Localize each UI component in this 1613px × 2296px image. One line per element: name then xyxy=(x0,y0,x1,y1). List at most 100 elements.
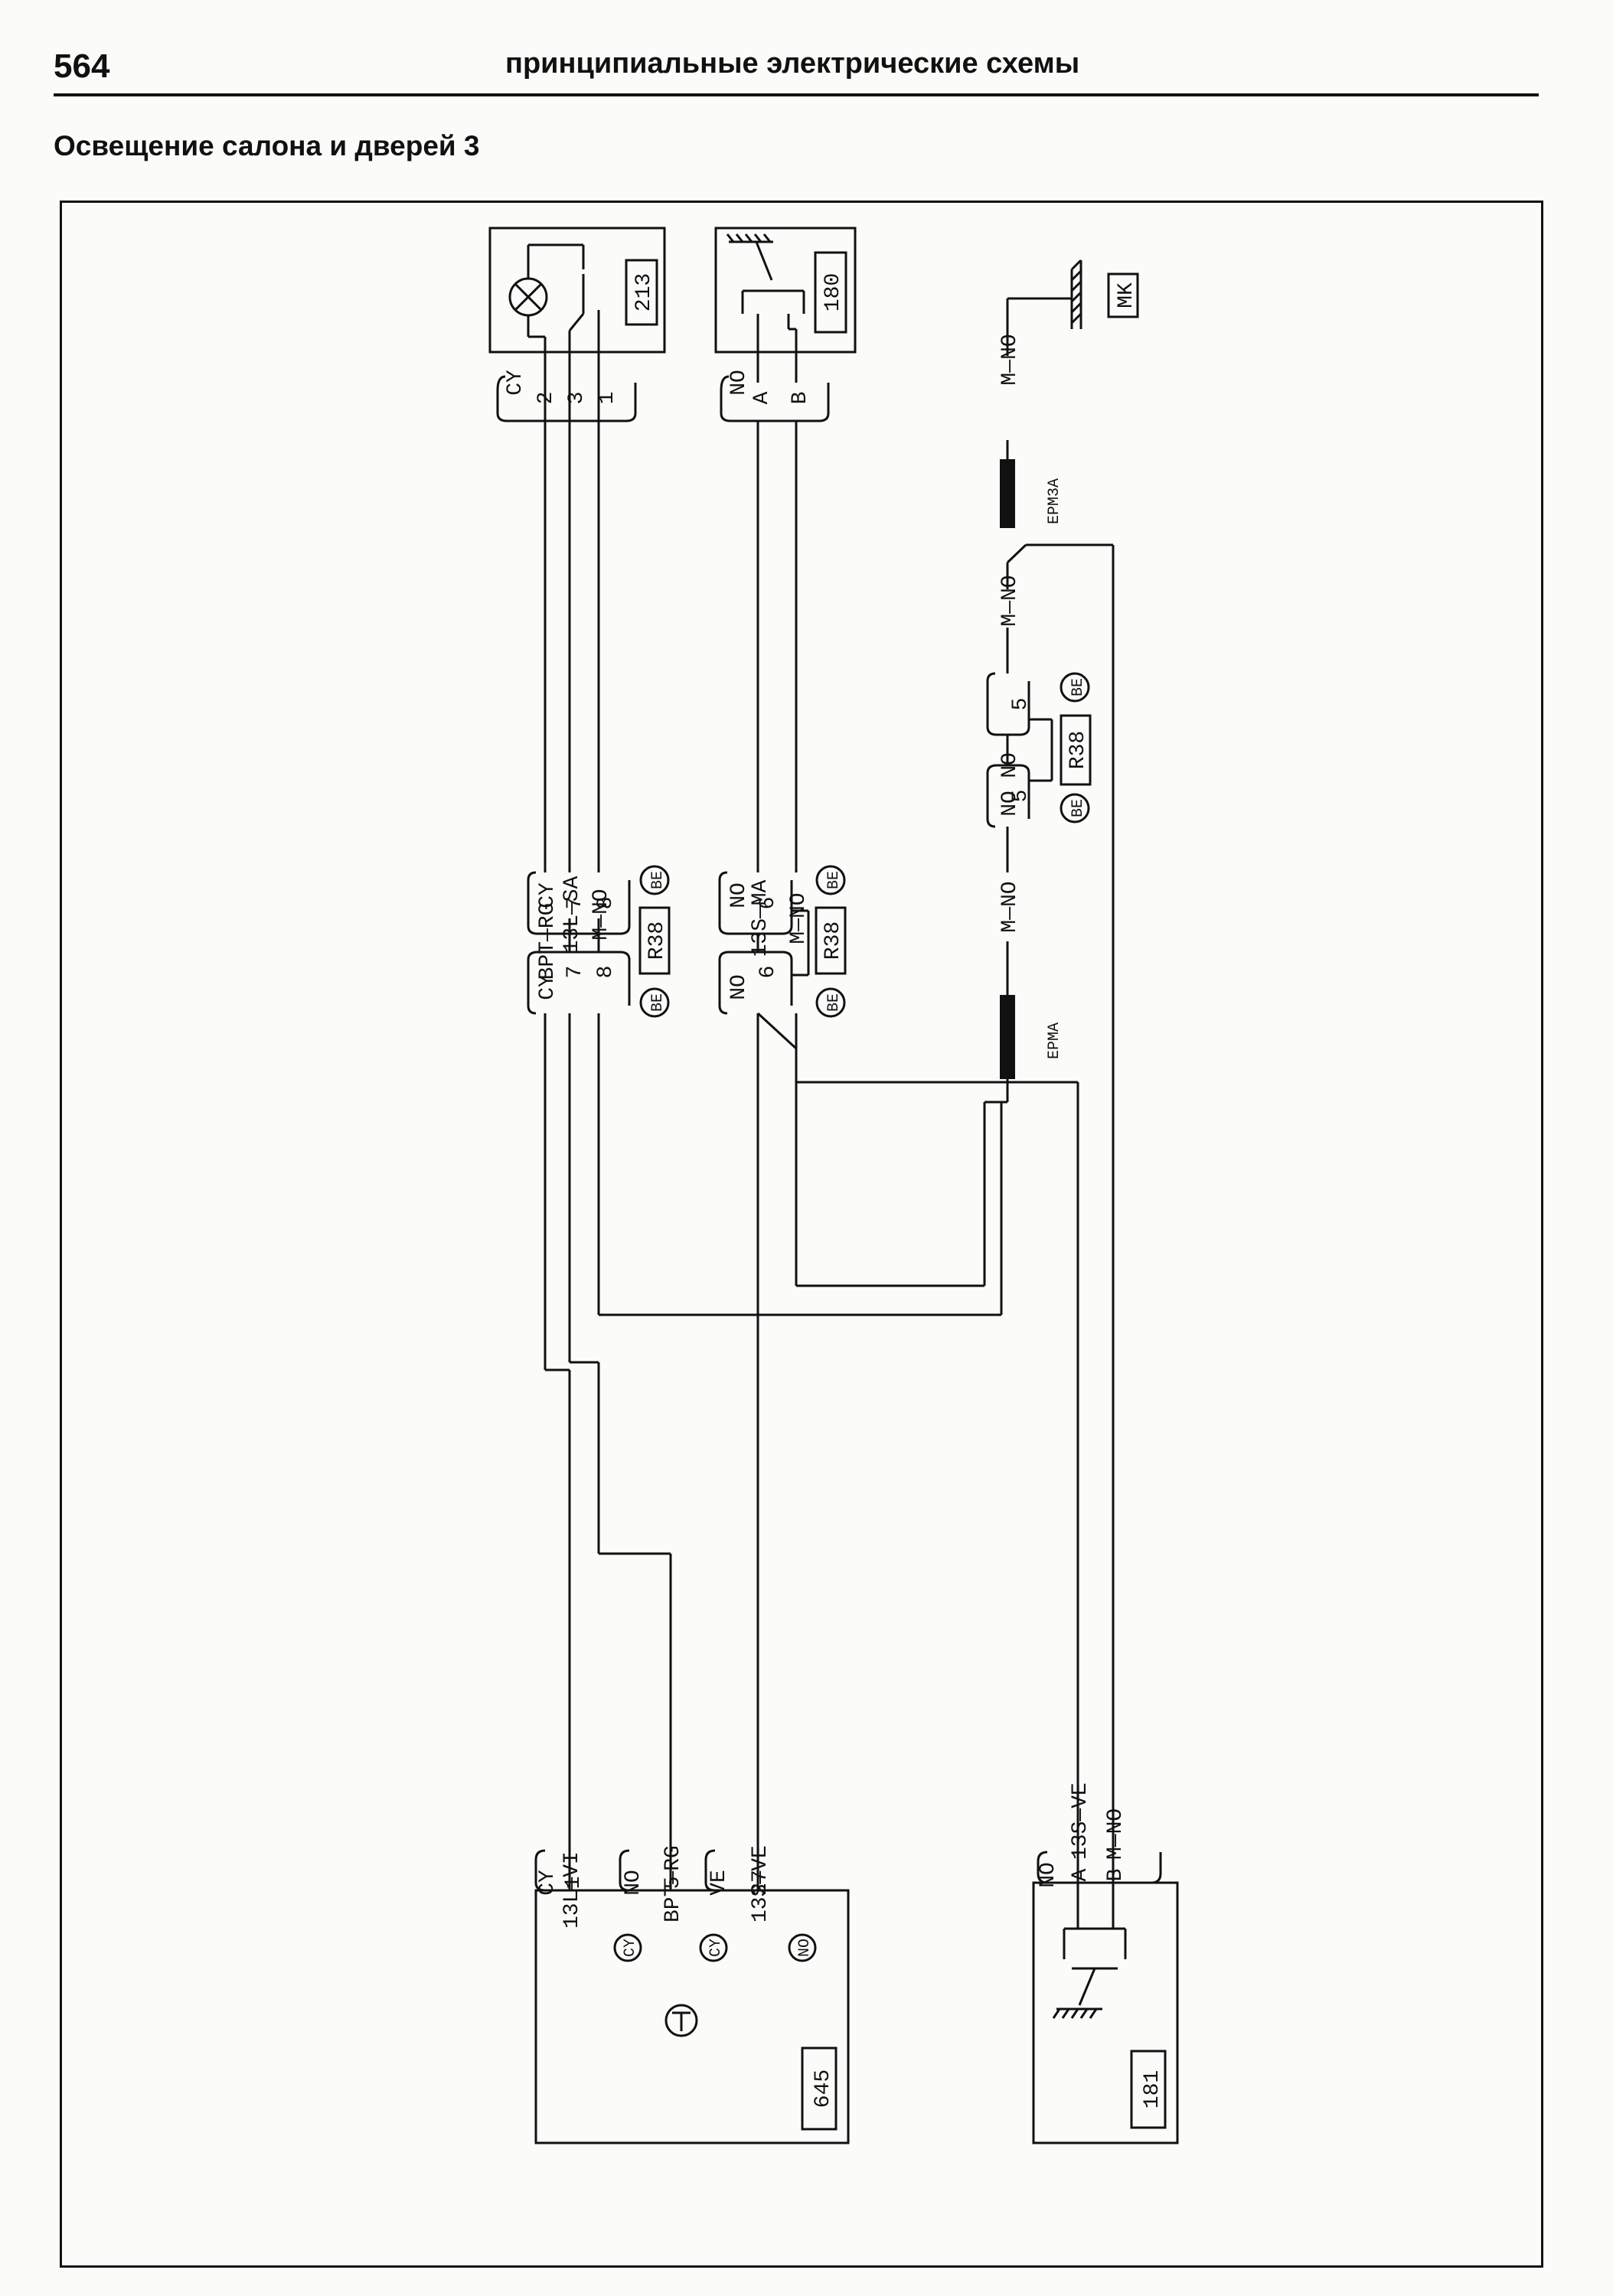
splice-epm3a-label: EPM3A xyxy=(1046,478,1063,524)
connector-r38-7-8 xyxy=(527,865,671,1018)
connector-r38-6-pin-right: 6 xyxy=(756,897,780,910)
component-180-box xyxy=(714,227,857,354)
splice-epma-label: EPMA xyxy=(1046,1022,1063,1059)
page-number: 564 xyxy=(54,47,110,85)
connector-213-tag: CY xyxy=(504,370,527,396)
connector-213-pin-2: 2 xyxy=(534,392,558,405)
connector-r38-5-pin-left: 5 xyxy=(1009,790,1033,803)
be-badge: BE xyxy=(1069,678,1087,696)
connector-r38-7-8-tag-right: CY xyxy=(536,882,560,908)
connector-r38-6-label: R38 xyxy=(821,921,845,960)
wire-13l-sa xyxy=(568,421,600,1492)
connector-181-pin-a: A xyxy=(1069,1868,1092,1881)
door-switch-icon xyxy=(1052,1927,1127,2019)
wire-m-no-213 xyxy=(597,421,1003,1316)
component-213 xyxy=(488,227,666,422)
wire-label-m-no-213: M—NO xyxy=(589,889,613,940)
wire-label-13s-ve-181: 13S—VE xyxy=(1069,1782,1092,1860)
connector-r38-6-pin-left: 6 xyxy=(756,966,780,979)
ground-mk-label: MK xyxy=(1115,282,1138,308)
connector-180-bracket xyxy=(720,375,830,422)
wire-label-m-no-ground-1: M—NO xyxy=(998,334,1022,385)
ground-mk xyxy=(1006,259,1139,337)
wire-label-m-no-ground-2: M—NO xyxy=(998,575,1022,626)
cy-badge-circle xyxy=(613,1933,642,1962)
wire-label-13l-sa: 13L—SA xyxy=(560,876,584,953)
wire-bpt-rg xyxy=(544,421,571,1653)
connector-645-pin-1: 1 xyxy=(562,1877,586,1890)
cy-badge: CY xyxy=(707,1939,725,1957)
wire-label-13s-ma: 13S—MA xyxy=(749,879,772,957)
component-180-label: 180 xyxy=(821,273,845,311)
wire-label-bpt-rg-645: BPT—RG xyxy=(661,1845,685,1923)
connector-r38-7-8-pin-l7: 7 xyxy=(563,966,587,979)
diagram-frame xyxy=(60,201,1543,2268)
component-181-label: 181 xyxy=(1141,2070,1164,2108)
splice-epm3a-block xyxy=(1000,459,1015,528)
wire-label-m-no-180: M—NO xyxy=(787,892,811,944)
be-badge: BE xyxy=(825,993,843,1012)
splice-epma-block xyxy=(1000,995,1015,1079)
be-badge: BE xyxy=(649,993,667,1012)
connector-645-tag-2: NO xyxy=(622,1870,645,1896)
connector-r38-7-8-pin-r8: 8 xyxy=(594,897,618,910)
connector-r38-5-label-box xyxy=(1060,714,1092,786)
be-badge: BE xyxy=(825,871,843,889)
connector-r38-7-8-tag-left: CY xyxy=(536,974,560,1000)
connector-180-pin-a: A xyxy=(750,391,774,404)
ground-mk-label-box xyxy=(1107,272,1139,318)
connector-r38-5-pin-right: 5 xyxy=(1009,698,1033,711)
connector-r38-5-tag-right: NO xyxy=(998,791,1022,817)
wire-m-no-180 xyxy=(795,421,986,1287)
cy-badge-circle xyxy=(699,1933,728,1962)
connector-r38-5-label: R38 xyxy=(1066,731,1090,769)
connector-r38-6-tag-left: NO xyxy=(727,974,751,1000)
connector-r38-7-8-label-box xyxy=(638,906,671,975)
connector-180-tag: NO xyxy=(727,370,751,396)
connector-645-pin-27: 27 xyxy=(749,1870,772,1896)
component-645-box xyxy=(534,1889,850,2144)
switch-icon xyxy=(568,245,600,383)
connector-181-tag: NO xyxy=(1037,1862,1060,1888)
connector-r38-6-tag-right: NO xyxy=(727,882,751,908)
header-rule xyxy=(54,93,1539,96)
section-title: Освещение салона и дверей 3 xyxy=(54,130,480,161)
component-181 xyxy=(1032,1851,1179,2144)
component-213-label: 213 xyxy=(632,273,656,311)
connector-r38-6-label-box xyxy=(815,906,847,975)
wire-label-13l-vi: 13L—VI xyxy=(560,1851,584,1929)
connector-r38-5 xyxy=(986,672,1092,828)
wire-label-bpt-rg: BPT—RG xyxy=(536,903,560,980)
connector-r38-7-8-pin-l8: 8 xyxy=(594,966,618,979)
connector-180-pin-b: B xyxy=(789,392,812,405)
connector-r38-7-8-label: R38 xyxy=(645,921,669,960)
connector-r38-6 xyxy=(718,865,1079,1852)
wire-m-no-ground xyxy=(984,337,1115,1852)
page-header: 564 принципиальные электрические схемы xyxy=(54,43,1539,98)
wire-bpt-rg-645 xyxy=(597,1492,672,1653)
connector-213-bracket xyxy=(496,375,637,422)
no-badge-circle xyxy=(788,1933,817,1962)
timer-icon xyxy=(664,2004,698,2037)
component-213-label-box xyxy=(625,259,658,326)
connector-645-tag-1: CY xyxy=(536,1870,560,1896)
be-badge: BE xyxy=(1069,799,1087,817)
connector-r38-7-8-pin-r7: 7 xyxy=(563,897,587,910)
component-180-label-box xyxy=(814,251,847,334)
component-645-label-box xyxy=(801,2047,838,2131)
component-645-label: 645 xyxy=(811,2069,835,2108)
component-645 xyxy=(534,1653,850,2144)
connector-645-tag-3: VE xyxy=(707,1870,731,1896)
be-badge: BE xyxy=(649,871,667,889)
component-181-label-box xyxy=(1130,2050,1167,2129)
wire-label-m-no-ground-3: M—NO xyxy=(998,881,1022,932)
component-180 xyxy=(714,227,857,422)
wire-label-m-no-181: M—NO xyxy=(1104,1808,1128,1860)
connector-r38-5-tags: NO xyxy=(998,752,1022,778)
lamp-icon xyxy=(508,243,583,383)
wire-label-13s-ve-645: 13S—VE xyxy=(749,1845,772,1923)
page-header-title: принципиальные электрические схемы xyxy=(505,47,1080,80)
component-213-box xyxy=(488,227,666,354)
connector-213-pin-1: 1 xyxy=(596,392,619,405)
